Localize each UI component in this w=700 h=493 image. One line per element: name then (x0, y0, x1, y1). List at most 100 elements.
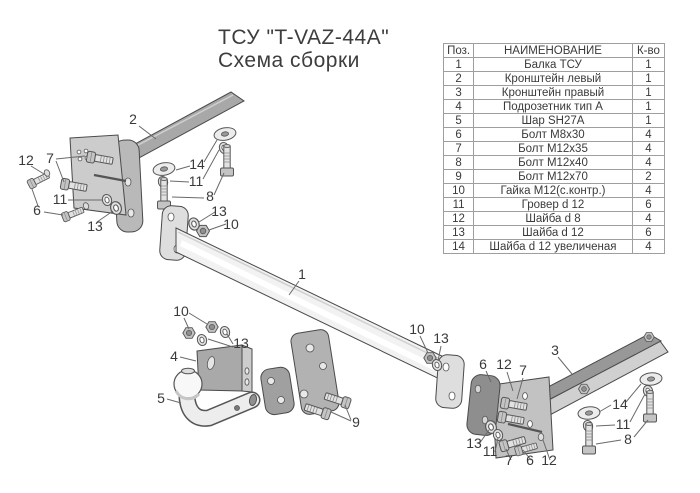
parts-table-row: 3 Кронштейн правый 1 (442, 85, 666, 100)
leader-line (183, 312, 208, 330)
plate-hole (77, 156, 83, 162)
end-plate-hole (481, 415, 489, 425)
ball-mount-assembly (173, 321, 261, 427)
ball-shank-face (180, 390, 259, 426)
leader-line (208, 223, 227, 231)
callout-bolt-m12x35: 7 (46, 150, 54, 166)
callout-nut-m12: 10 (173, 303, 189, 319)
tube-shading (177, 231, 449, 364)
big-washer-d12 (151, 160, 177, 178)
leader-line (330, 404, 352, 422)
plate-hole (76, 149, 82, 155)
cell-name: Кронштейн правый (473, 85, 633, 100)
main-beam-assembly (159, 205, 465, 421)
lock-nut-m12 (205, 321, 219, 333)
leader-line (505, 448, 512, 461)
callout-spring-washer: 11 (53, 191, 68, 207)
plate-hole (83, 148, 89, 154)
big-washer-d12 (576, 405, 602, 421)
cell-position: 13 (442, 225, 475, 240)
parts-table-row: 2 Кронштейн левый 1 (442, 71, 666, 86)
cell-qty: 6 (631, 225, 666, 240)
leader-line (166, 398, 182, 404)
leader-line (169, 149, 220, 183)
flange-hole (244, 367, 250, 375)
callout-labels: 2 12 7 6 11 13 14 11 8 13 10 1 9 10 13 1… (18, 111, 632, 468)
cell-name: Гровер d 12 (473, 197, 633, 212)
right-bracket-assembly (466, 332, 669, 459)
lock-nut-m12 (196, 224, 210, 238)
cell-name: Болт М12х40 (473, 155, 633, 170)
callout-spring-washer: 11 (189, 173, 204, 189)
bracket-hole (267, 377, 275, 385)
big-washer-d12 (638, 371, 664, 387)
cell-position: 12 (442, 211, 475, 226)
callout-big-washer: 14 (189, 156, 205, 172)
leader-line (595, 393, 646, 427)
leader-line (198, 211, 216, 223)
flat-washer-d12 (218, 324, 232, 340)
ball-shading (174, 390, 201, 401)
side-plate-hole (127, 208, 135, 218)
parts-table-row: 6 Болт М8х30 4 (442, 127, 666, 142)
leader-line (179, 356, 197, 362)
leader-line (506, 371, 514, 392)
bolt-m8x30 (60, 204, 86, 223)
leader-line (437, 345, 442, 362)
callout-nut-m12: 10 (409, 321, 425, 337)
end-plate-hole (474, 384, 482, 394)
arm-end-bolt (643, 332, 655, 342)
cell-position: 14 (442, 239, 475, 254)
arm-bolt-head (578, 383, 590, 395)
leader-line (55, 155, 86, 183)
parts-table-row: 5 Шар SH27A 1 (442, 113, 666, 128)
lock-nut-m12 (182, 327, 196, 339)
callout-bolt-m12x35: 7 (505, 452, 513, 468)
leader-line (598, 383, 642, 413)
flat-washer-d12 (195, 332, 209, 348)
callout-washer-d12: 13 (433, 330, 449, 346)
callout-bolt-m12x40: 8 (206, 188, 214, 204)
callout-washer-d8: 12 (496, 356, 512, 372)
end-plate-hole (167, 212, 175, 222)
leader-line (419, 335, 429, 354)
callout-washer-d8: 12 (541, 452, 557, 468)
small-washer-d8 (537, 432, 545, 441)
callout-bolt-m8x30: 6 (33, 202, 41, 218)
leader-line (288, 280, 300, 296)
callout-bolt-m12x35: 7 (519, 362, 527, 378)
flange-hole (244, 378, 250, 386)
stud-pin (93, 173, 127, 183)
big-washer-d12 (212, 125, 238, 143)
leader-line (171, 172, 225, 199)
stud-pin (507, 422, 543, 434)
leader-line (542, 439, 551, 461)
callout-socket-plate: 4 (170, 348, 178, 364)
ball-flat-top (181, 367, 195, 375)
callout-washer-d8: 12 (18, 152, 34, 168)
leader-line (522, 449, 532, 461)
center-bracket-front-tab (260, 366, 295, 416)
parts-table: Поз. НАИМЕНОВАНИЕ К-во 1 Балка ТСУ 1 2 К… (442, 43, 666, 254)
callout-big-washer: 14 (612, 396, 628, 412)
title-line-1: ТСУ "T-VAZ-44A" (218, 26, 390, 49)
leader-line (138, 125, 157, 140)
leader-line (96, 210, 114, 223)
side-plate-hole (124, 177, 132, 187)
leader-line (207, 333, 234, 348)
tube-highlight (179, 240, 448, 376)
cell-name: Болт М12х35 (473, 141, 633, 156)
end-plate-hole (448, 391, 456, 401)
leader-line (485, 370, 492, 383)
callout-washer-d12: 13 (87, 218, 103, 234)
callout-right-arm: 3 (551, 342, 559, 358)
drawing-title: ТСУ "T-VAZ-44A" Схема сборки (218, 26, 389, 72)
left-bracket-assembly (26, 91, 245, 238)
cell-name: Шайба d 12 увеличеная (473, 239, 633, 254)
leader-line (30, 165, 45, 175)
callout-nut-m12: 10 (223, 216, 239, 232)
parts-table-row: 8 Болт М12х40 4 (442, 155, 666, 170)
callout-main-beam: 1 (298, 266, 306, 282)
callout-washer-d12: 13 (466, 435, 482, 451)
